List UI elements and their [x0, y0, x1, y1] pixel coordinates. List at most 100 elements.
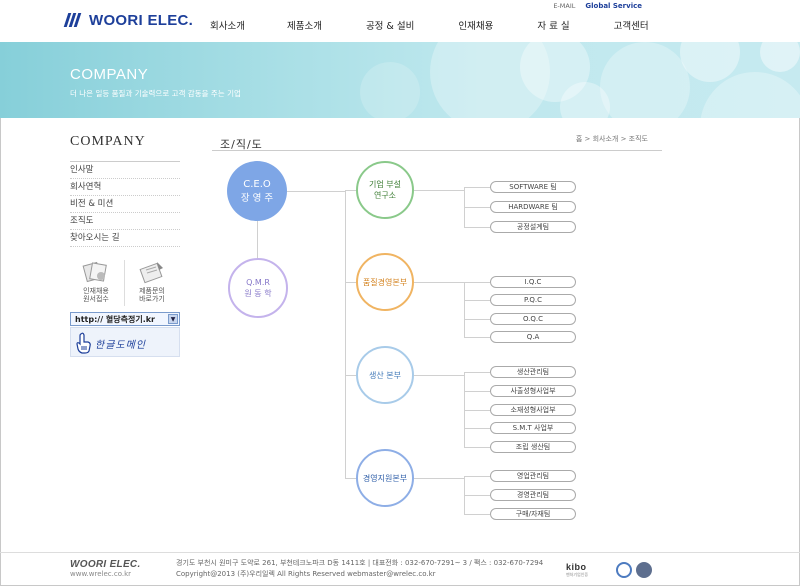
- team-box: HARDWARE 팀: [490, 201, 576, 213]
- team-box: 생산관리팀: [490, 366, 576, 378]
- sidebar-item-greeting[interactable]: 인사말: [70, 162, 180, 179]
- footer-address-line: 경기도 부천시 원미구 도약로 261, 부천테크노파크 D동 1411호 | …: [176, 559, 544, 567]
- quick-inquiry-label2: 바로가기: [139, 295, 165, 303]
- hero-banner: COMPANY 더 나은 일등 품질과 기술력으로 고객 감동을 주는 기업: [0, 42, 800, 118]
- dept-node-quality: 품질경영본부: [356, 253, 414, 311]
- banner-bubble: [360, 62, 420, 118]
- ceo-name: 장 영 주: [240, 192, 274, 204]
- korean-domain-select[interactable]: http:// 혈당측정기.kr ▼: [70, 312, 180, 326]
- team-box: 사출성형사업부: [490, 385, 576, 397]
- ceo-title: C.E.O: [243, 178, 271, 190]
- quick-links: 인재채용 원서접수 제품문의 바로가기: [70, 258, 180, 310]
- connector-line: [345, 190, 357, 191]
- dept-label: 품질경영본부: [362, 277, 408, 287]
- connector-line: [414, 190, 464, 191]
- sidebar-title: COMPANY: [70, 134, 146, 149]
- connector-line: [414, 478, 464, 479]
- quick-recruit[interactable]: 인재채용 원서접수: [70, 258, 122, 303]
- nav-item-products[interactable]: 제품소개: [286, 21, 322, 32]
- connector-line: [464, 207, 490, 208]
- qmr-name: 원 동 학: [244, 289, 272, 298]
- connector-line: [345, 375, 357, 376]
- footer-copyright: Copyright@2013 (주)우리일렉 All Rights Reserv…: [176, 570, 436, 578]
- sidebar-item-history[interactable]: 회사연혁: [70, 179, 180, 196]
- qmr-title: Q.M.R: [246, 278, 270, 287]
- email-link[interactable]: E-MAIL: [553, 2, 576, 10]
- sidebar-item-vision[interactable]: 비전 & 미션: [70, 196, 180, 213]
- global-service-link[interactable]: Global Service: [585, 2, 642, 10]
- qmr-node: Q.M.R 원 동 학: [228, 258, 288, 318]
- logo[interactable]: WOORI ELEC.: [63, 10, 194, 30]
- nav-item-company[interactable]: 회사소개: [210, 21, 245, 32]
- recruit-icon: [82, 261, 107, 283]
- sidebar-item-location[interactable]: 찾아오시는 길: [70, 230, 180, 247]
- pointer-hand-icon: [76, 332, 91, 354]
- connector-line: [464, 391, 490, 392]
- connector-line: [464, 428, 490, 429]
- connector-line: [464, 282, 490, 283]
- team-box: 소재성형사업부: [490, 404, 576, 416]
- dept-node-management: 경영지원본부: [356, 449, 414, 507]
- banner-subtitle: 더 나은 일등 품질과 기술력으로 고객 감동을 주는 기업: [70, 89, 241, 98]
- footer-logo-text: WOORI ELEC.: [70, 559, 141, 570]
- team-box: 영업관리팀: [490, 470, 576, 482]
- connector-line: [464, 319, 490, 320]
- footer-address: 경기도 부천시 원미구 도약로 261, 부천테크노파크 D동 1411호 | …: [176, 558, 543, 580]
- connector-line: [345, 478, 357, 479]
- nav-item-recruit[interactable]: 인재채용: [458, 21, 494, 32]
- breadcrumb: 홈 > 회사소개 > 조직도: [575, 135, 648, 143]
- banner-bubble: [680, 42, 740, 82]
- connector-line: [414, 282, 464, 283]
- kibo-badge: kibo 벤처기업인증: [566, 562, 602, 578]
- title-divider: [212, 150, 662, 151]
- logo-text: WOORI ELEC.: [89, 11, 194, 29]
- connector-line: [464, 282, 465, 337]
- quick-recruit-label1: 인재채용: [83, 287, 109, 295]
- quick-divider: [124, 260, 125, 306]
- dept-label: 경영지원본부: [362, 473, 408, 483]
- nav-item-archive[interactable]: 자 료 실: [537, 21, 570, 32]
- connector-line: [464, 372, 465, 447]
- quick-inquiry[interactable]: 제품문의 바로가기: [126, 258, 178, 303]
- footer-logo: WOORI ELEC. www.wrelec.co.kr: [70, 559, 141, 578]
- connector-line: [464, 372, 490, 373]
- korean-domain-banner-text: 한글도메인: [95, 340, 146, 351]
- certification-icon: [616, 562, 632, 578]
- header: WOORI ELEC. E-MAIL Global Service 회사소개 제…: [0, 0, 800, 42]
- connector-line: [464, 300, 490, 301]
- banner-bubble: [600, 42, 690, 118]
- connector-line: [464, 227, 490, 228]
- connector-line: [257, 221, 258, 259]
- team-box: I.Q.C: [490, 276, 576, 288]
- connector-line: [464, 410, 490, 411]
- team-box: P.Q.C: [490, 294, 576, 306]
- connector-line: [464, 447, 490, 448]
- team-box: 공정설계팀: [490, 221, 576, 233]
- connector-line: [345, 282, 357, 283]
- connector-line: [464, 495, 490, 496]
- footer-divider: [0, 552, 800, 553]
- korean-domain-banner[interactable]: 한글도메인: [70, 327, 180, 357]
- team-box: O.Q.C: [490, 313, 576, 325]
- sidebar-menu: 인사말 회사연혁 비전 & 미션 조직도 찾아오시는 길: [70, 161, 180, 247]
- connector-line: [414, 375, 464, 376]
- banner-title: COMPANY: [70, 66, 149, 83]
- main-nav: 회사소개 제품소개 공정 & 설비 인재채용 자 료 실 고객센터: [210, 18, 691, 32]
- inquiry-icon: [139, 262, 163, 284]
- team-box: 경영관리팀: [490, 489, 576, 501]
- footer-url: www.wrelec.co.kr: [70, 570, 132, 578]
- dept-label: 생산 본부: [369, 370, 401, 380]
- nav-item-support[interactable]: 고객센터: [613, 21, 649, 32]
- ceo-node: C.E.O 장 영 주: [227, 161, 287, 221]
- logo-mark-icon: [63, 13, 84, 27]
- connector-line: [464, 337, 490, 338]
- chevron-down-icon[interactable]: ▼: [168, 314, 178, 324]
- team-box: 구매/자재팀: [490, 508, 576, 520]
- banner-bubble: [520, 42, 590, 102]
- nav-item-process[interactable]: 공정 & 설비: [365, 21, 415, 32]
- sidebar-item-organization[interactable]: 조직도: [70, 213, 180, 230]
- banner-bubble: [560, 82, 610, 118]
- dept-node-production: 생산 본부: [356, 346, 414, 404]
- quick-inquiry-label1: 제품문의: [139, 287, 165, 295]
- connector-line: [464, 476, 490, 477]
